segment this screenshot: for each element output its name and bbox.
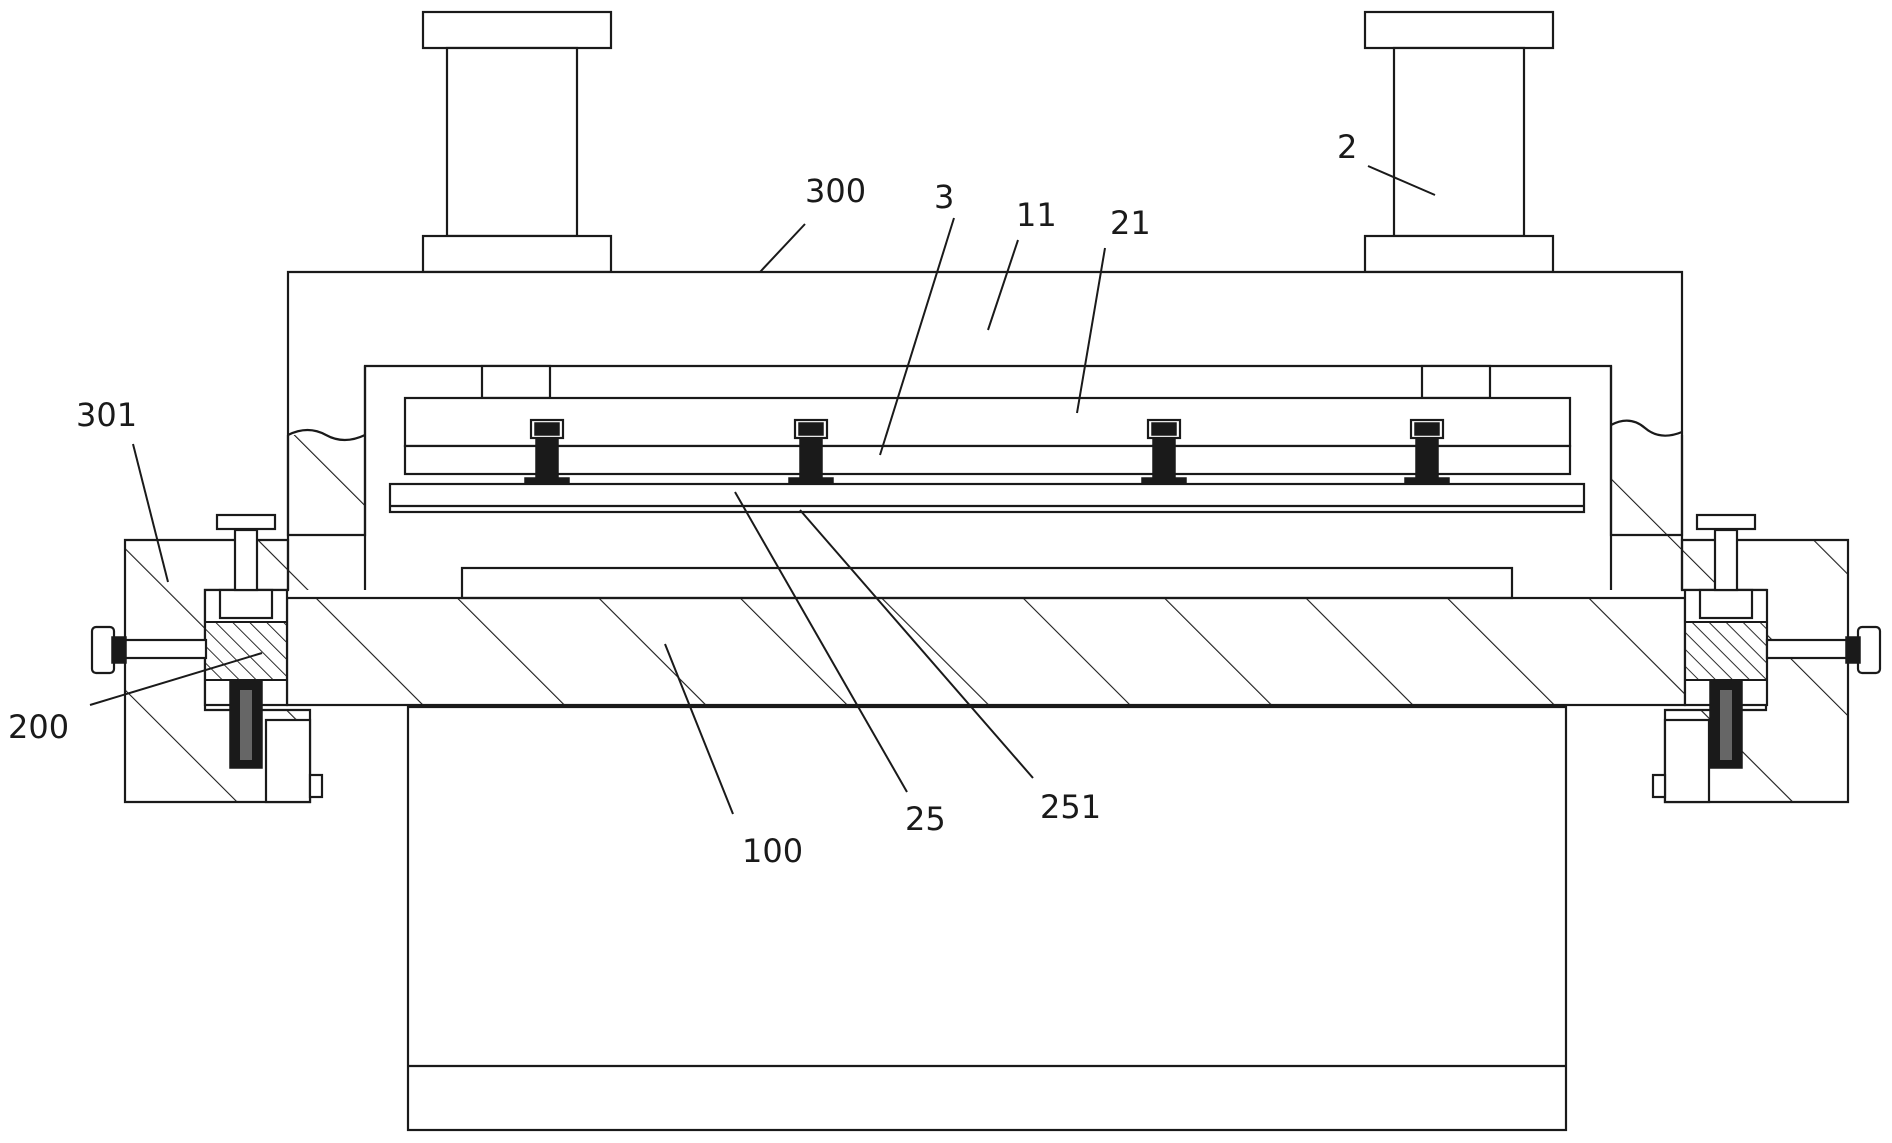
- base-body: [408, 707, 1566, 1130]
- label-251: 251: [1040, 788, 1101, 826]
- upper-plate: [405, 398, 1570, 474]
- cylinder-left: [423, 12, 611, 272]
- label-11: 11: [1016, 196, 1057, 234]
- work-table: [287, 598, 1685, 705]
- label-3: 3: [934, 178, 954, 216]
- pressing-plate: [390, 484, 1584, 512]
- side-bracket-left: [92, 515, 322, 802]
- cylinder-right: [1365, 12, 1553, 272]
- label-21: 21: [1110, 204, 1151, 242]
- label-301: 301: [76, 396, 137, 434]
- side-bracket-right: [1653, 515, 1880, 802]
- label-25: 25: [905, 800, 946, 838]
- label-2: 2: [1337, 128, 1357, 166]
- mount-block-left: [482, 366, 550, 398]
- label-200: 200: [8, 708, 69, 746]
- mount-block-right: [1422, 366, 1490, 398]
- workpiece: [462, 568, 1512, 598]
- label-100: 100: [742, 832, 803, 870]
- label-300: 300: [805, 172, 866, 210]
